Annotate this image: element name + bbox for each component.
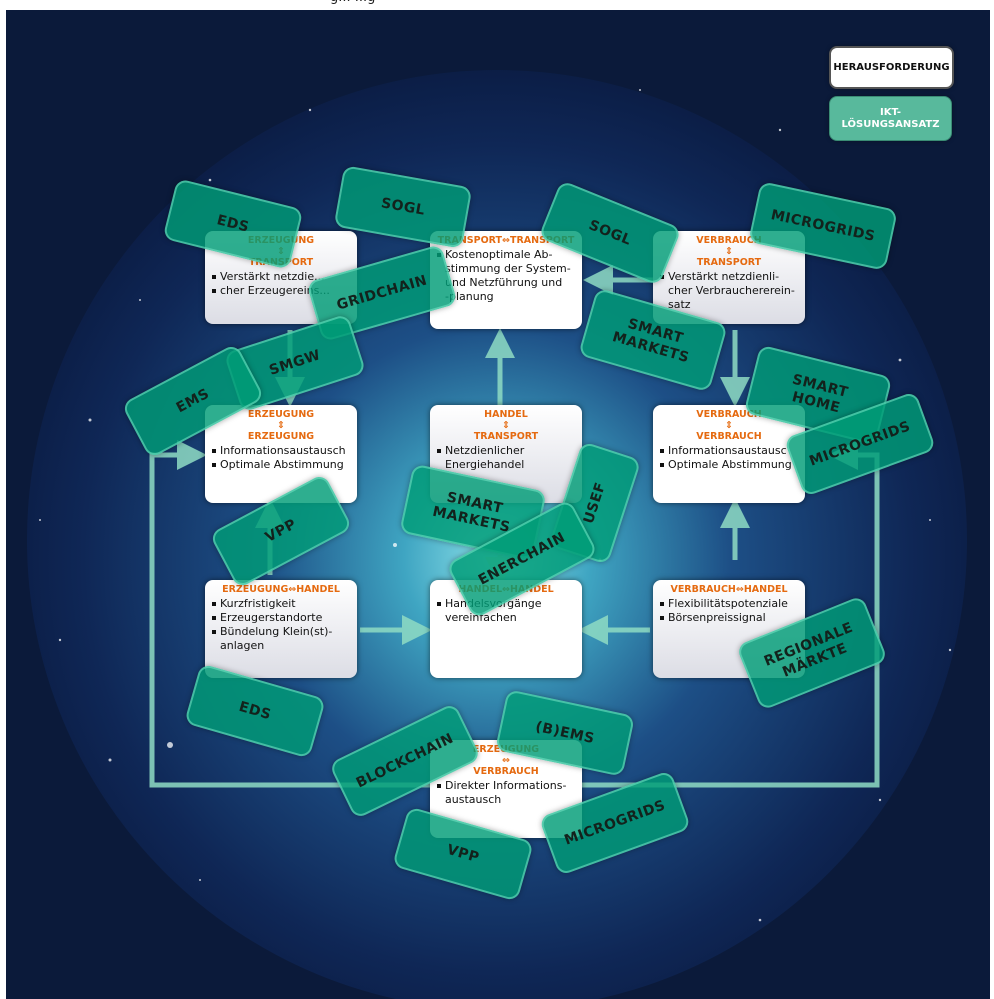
card-item: Verstärkt netzdie... bbox=[212, 270, 350, 284]
card-item: Flexibilitätspotenziale bbox=[660, 597, 798, 611]
cropped-title: g... ...g bbox=[330, 0, 630, 10]
card-item: Informationsaustausch bbox=[212, 444, 350, 458]
card-title: TRANSPORT⇔TRANSPORT bbox=[437, 235, 575, 246]
card-title: VERBRAUCH ⇕ VERBRAUCH bbox=[696, 409, 762, 442]
card-item: Börsenpreissignal bbox=[660, 611, 798, 625]
card-item: Optimale Abstimmung bbox=[660, 458, 798, 472]
card-title: HANDEL ⇕ TRANSPORT bbox=[473, 409, 539, 442]
card-transport-transport: TRANSPORT⇔TRANSPORT Kostenoptimale Ab- s… bbox=[430, 231, 582, 329]
card-item: Direkter Informations- austausch bbox=[437, 779, 575, 807]
card-title: ERZEUGUNG ⇕ ERZEUGUNG bbox=[247, 409, 315, 442]
card-title: VERBRAUCH ⇕ TRANSPORT bbox=[696, 235, 762, 268]
card-item: Kostenoptimale Ab- stimmung der System- … bbox=[437, 248, 575, 304]
card-item: Kurzfristigkeit bbox=[212, 597, 350, 611]
card-item: Informationsaustausc bbox=[660, 444, 798, 458]
card-title: VERBRAUCH⇔HANDEL bbox=[670, 584, 788, 595]
card-item: Bündelung Klein(st)- anlagen bbox=[212, 625, 350, 653]
legend-ict-solution: IKT- LÖSUNGSANSATZ bbox=[829, 96, 952, 141]
card-item: Netzdienlicher Energiehandel bbox=[437, 444, 575, 472]
card-verbrauch-handel: VERBRAUCH⇔HANDEL Flexibilitätspotenziale… bbox=[653, 580, 805, 678]
card-title: ERZEUGUNG⇔HANDEL bbox=[222, 584, 340, 595]
card-item: Verstärkt netzdienli- cher Verbraucherer… bbox=[660, 270, 798, 312]
card-erzeugung-erzeugung: ERZEUGUNG ⇕ ERZEUGUNG Informationsaustau… bbox=[205, 405, 357, 503]
card-item: cher Erzeugereins... bbox=[212, 284, 350, 298]
legend-challenge: HERAUSFORDERUNG bbox=[829, 46, 954, 89]
card-item: Erzeugerstandorte bbox=[212, 611, 350, 625]
card-item: Optimale Abstimmung bbox=[212, 458, 350, 472]
